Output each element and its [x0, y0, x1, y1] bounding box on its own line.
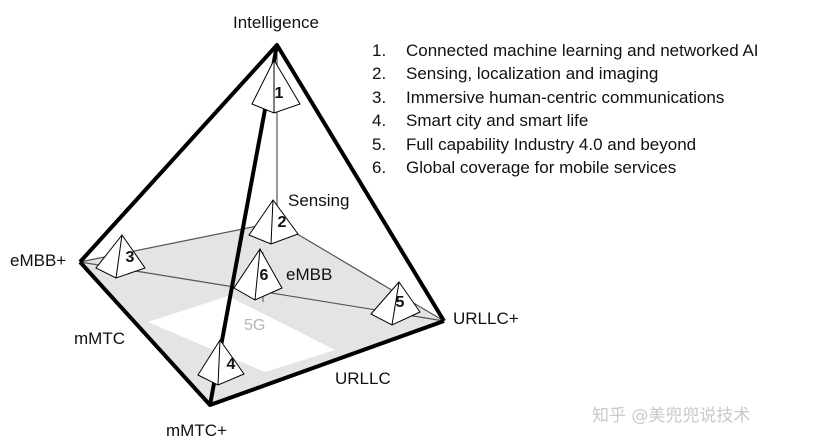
marker-5: 5 — [370, 281, 421, 326]
inner-label-5g: 5G — [244, 317, 265, 334]
inner-label-sensing: Sensing — [288, 191, 349, 210]
legend-text: Sensing, localization and imaging — [406, 64, 659, 84]
edge-label-mmtc: mMTC — [74, 329, 125, 348]
edge-label-urllc: URLLC — [335, 369, 391, 388]
marker-4-label: 4 — [227, 356, 236, 373]
vertex-label-left: eMBB+ — [10, 251, 66, 270]
marker-2: 2 — [248, 199, 299, 245]
watermark-text: 知乎 @美兜兜说技术 — [592, 406, 751, 426]
legend-text: Smart city and smart life — [406, 111, 589, 131]
legend-item: 5. Full capability Industry 4.0 and beyon… — [372, 133, 759, 156]
legend-index: 1. — [372, 41, 387, 60]
legend-index: 5. — [372, 134, 387, 154]
marker-3: 3 — [95, 234, 146, 279]
legend-index: 3. — [372, 87, 387, 107]
legend-list: 1. Connected machine learning and network… — [372, 39, 759, 179]
legend-index: 4. — [372, 111, 387, 131]
marker-4: 4 — [197, 339, 245, 386]
marker-5-label: 5 — [396, 294, 405, 311]
marker-2-label: 2 — [278, 214, 287, 231]
legend-item: 3. Immersive human-centric communications — [372, 86, 759, 109]
vertex-label-bottom: mMTC+ — [166, 421, 227, 440]
5g-core-plane — [148, 296, 335, 372]
legend-text: Connected machine learning and networked… — [406, 41, 759, 60]
legend-item: 4. Smart city and smart life — [372, 109, 759, 132]
legend-text: Full capability Industry 4.0 and beyond — [406, 134, 697, 154]
inner-label-embb: eMBB — [286, 265, 332, 284]
vertex-label-top: Intelligence — [233, 13, 319, 32]
marker-1-label: 1 — [275, 85, 284, 102]
marker-3-label: 3 — [126, 249, 135, 266]
legend-index: 6. — [372, 157, 387, 177]
legend-item: 6. Global coverage for mobile services — [372, 156, 759, 179]
legend-index: 2. — [372, 64, 387, 84]
legend-item: 2. Sensing, localization and imaging — [372, 62, 759, 85]
legend-text: Global coverage for mobile services — [406, 157, 677, 177]
marker-6-label: 6 — [260, 267, 269, 284]
marker-1: 1 — [251, 58, 301, 114]
vertex-label-right: URLLC+ — [453, 309, 519, 328]
legend-item: 1. Connected machine learning and network… — [372, 39, 759, 62]
legend-text: Immersive human-centric communications — [406, 87, 725, 107]
marker-6: 6 — [233, 248, 283, 301]
